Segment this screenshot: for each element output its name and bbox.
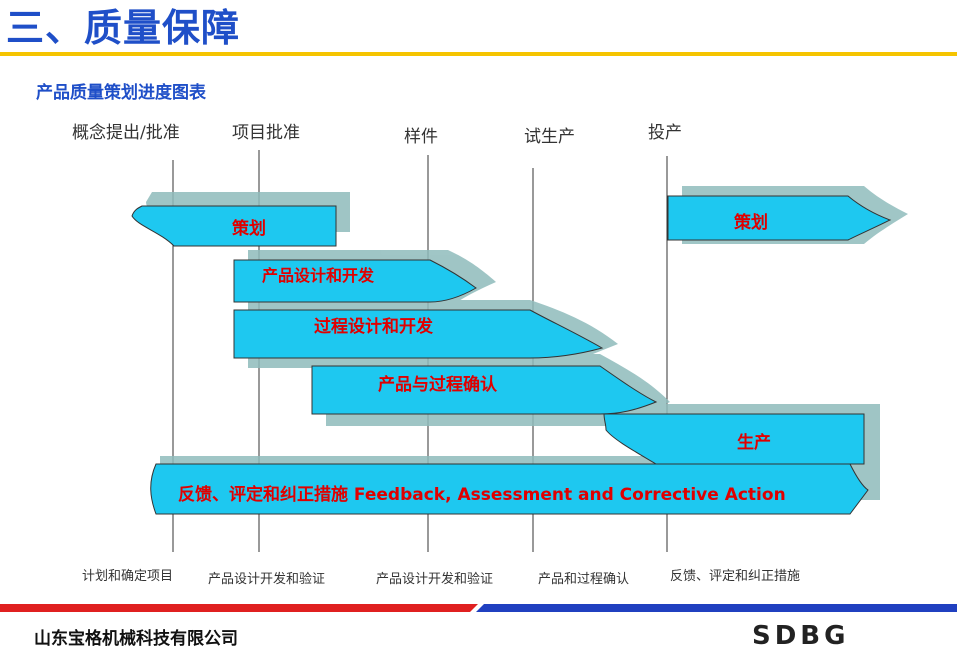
milestone-launch: 投产 — [648, 123, 682, 143]
sdbg-logo: SDBG — [752, 621, 850, 651]
milestone-trial-production: 试生产 — [524, 127, 575, 147]
bottom-label-2: 产品设计开发和验证 — [208, 572, 326, 587]
bar-label-product-design: 产品设计和开发 — [262, 266, 375, 285]
bar-product-design — [233, 259, 477, 303]
bottom-label-1: 计划和确定项目 — [82, 569, 174, 584]
footer-blue-stripe — [476, 604, 957, 612]
company-name: 山东宝格机械科技有限公司 — [34, 629, 238, 649]
bar-label-planning-left: 策划 — [232, 219, 266, 239]
bar-label-planning-right: 策划 — [734, 213, 768, 233]
bar-production — [603, 413, 865, 465]
chart-subtitle: 产品质量策划进度图表 — [36, 83, 206, 103]
milestone-concept: 概念提出/批准 — [72, 123, 180, 143]
bar-process-design — [233, 309, 604, 359]
bar-planning-left — [131, 205, 337, 247]
bottom-label-4: 产品和过程确认 — [538, 572, 630, 587]
bottom-label-5: 反馈、评定和纠正措施 — [670, 569, 801, 584]
title-underline — [0, 52, 957, 56]
page-title: 三、质量保障 — [6, 6, 241, 50]
bar-label-feedback: 反馈、评定和纠正措施 Feedback, Assessment and Corr… — [178, 485, 786, 505]
bar-label-validation: 产品与过程确认 — [378, 375, 497, 395]
bar-label-process-design: 过程设计和开发 — [314, 317, 433, 337]
bar-label-production: 生产 — [737, 433, 771, 453]
bar-feedback — [150, 463, 869, 515]
milestone-prototype: 样件 — [404, 127, 438, 147]
bar-planning-right — [667, 195, 892, 241]
bottom-label-3: 产品设计开发和验证 — [376, 572, 494, 587]
milestone-project-approval: 项目批准 — [232, 123, 300, 143]
footer-red-stripe — [0, 604, 478, 612]
